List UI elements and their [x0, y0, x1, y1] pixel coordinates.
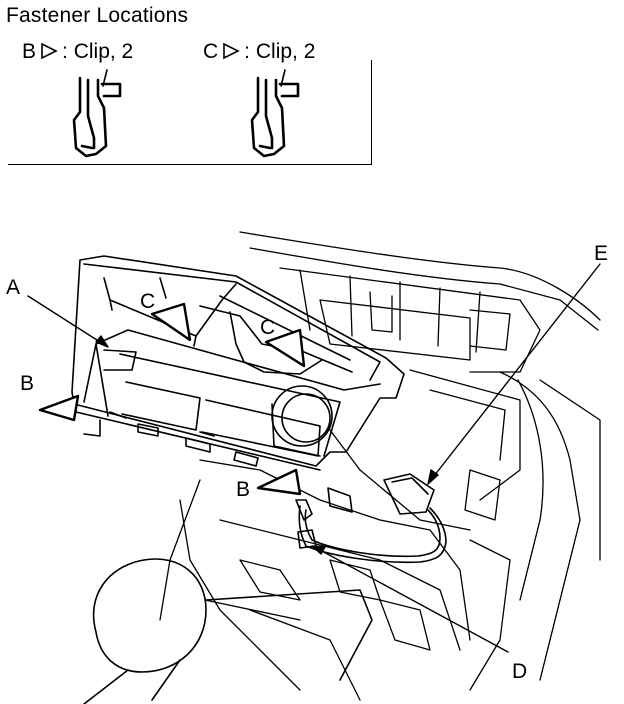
callout-a: A: [6, 276, 21, 299]
legend-text-c: Clip, 2: [255, 40, 316, 63]
triangle-pointer-icon: [38, 394, 80, 422]
page-title: Fastener Locations: [6, 4, 189, 27]
legend-letter-b: B: [22, 40, 37, 63]
leader-lines: [27, 263, 601, 653]
console-box: [71, 255, 405, 471]
cup-holder: [271, 385, 333, 457]
clip-icon: [72, 76, 122, 158]
triangle-pointer-icon: [256, 468, 302, 496]
triangle-pointer-icon: [223, 42, 240, 60]
clip-icon: [250, 76, 300, 158]
legend-text-b: Clip, 2: [73, 40, 134, 63]
callout-c-left: C: [140, 290, 156, 313]
dashboard-frame: [159, 231, 601, 701]
callout-e: E: [594, 242, 609, 265]
clip-leader: [280, 69, 286, 87]
callout-b-lower: B: [236, 478, 251, 501]
legend-separator-c: :: [244, 40, 251, 63]
callout-b-upper: B: [20, 372, 35, 395]
shift-knob: [83, 558, 373, 704]
callout-d: D: [512, 660, 528, 683]
triangle-pointer-icon: [150, 302, 192, 342]
triangle-pointer-icon: [264, 328, 306, 368]
clip-leader: [102, 69, 108, 87]
triangle-pointer-icon: [41, 42, 58, 60]
legend-frame: [8, 60, 372, 165]
wiring-harness: [295, 473, 447, 564]
legend-letter-c: C: [203, 40, 219, 63]
legend-item-b: B: Clip, 2: [22, 40, 133, 64]
legend-separator-b: :: [62, 40, 68, 63]
legend-item-c: C: Clip, 2: [203, 40, 315, 64]
callout-c-right: C: [260, 316, 276, 339]
